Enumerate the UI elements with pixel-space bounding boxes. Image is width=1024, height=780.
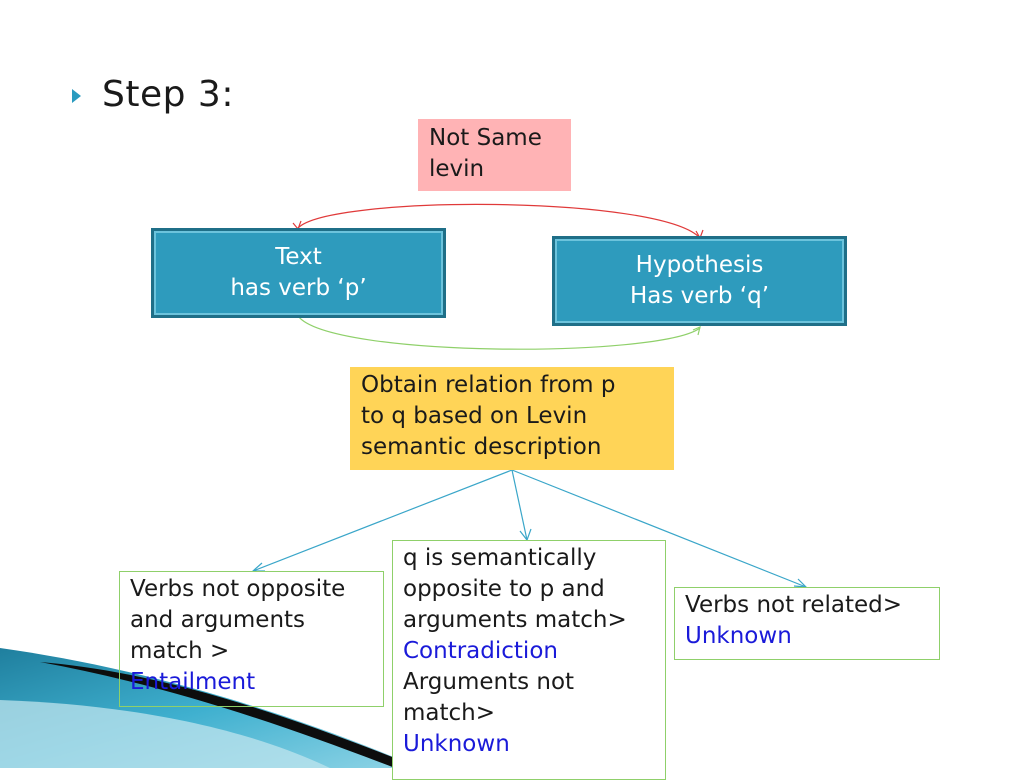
arrow-to-right-outcome <box>511 469 807 588</box>
box-line: Arguments not <box>403 669 575 695</box>
box-line: Obtain relation from p <box>361 372 616 398</box>
box-line: Has verb ‘q’ <box>629 283 770 309</box>
box-line: Verbs not opposite <box>130 576 346 602</box>
arrow-to-middle-outcome <box>511 469 528 541</box>
result-label: Entailment <box>130 669 256 695</box>
outcome-unknown-box: Verbs not related> Unknown <box>674 587 940 660</box>
green-arrowhead <box>692 325 701 336</box>
result-label: Contradiction <box>403 638 558 664</box>
box-line: and arguments <box>130 607 306 633</box>
box-line: semantic description <box>361 434 602 460</box>
outcome-contradiction-box: q is semantically opposite to p and argu… <box>392 540 666 780</box>
relation-arc <box>297 315 701 350</box>
box-line: Hypothesis <box>635 252 764 278</box>
hypothesis-box: Hypothesis Has verb ‘q’ <box>552 236 847 326</box>
text-box: Text has verb ‘p’ <box>151 228 446 318</box>
triangle-right-icon <box>72 88 81 103</box>
box-line: arguments match> <box>403 607 627 633</box>
heading-row: Step 3: <box>72 74 234 115</box>
relation-box: Obtain relation from p to q based on Lev… <box>350 367 674 470</box>
result-label: Unknown <box>685 623 792 649</box>
slide-heading: Step 3: <box>102 74 234 115</box>
box-line: q is semantically <box>403 545 597 571</box>
outcome-entailment-box: Verbs not opposite and arguments match >… <box>119 571 384 707</box>
box-line: opposite to p and <box>403 576 605 602</box>
swoosh-light <box>0 700 330 768</box>
result-label: Unknown <box>403 731 510 757</box>
box-line: to q based on Levin <box>361 403 588 429</box>
arrow-to-left-outcome <box>252 469 513 572</box>
box-line: levin <box>429 156 485 182</box>
box-line: match> <box>403 700 496 726</box>
not-same-levin-box: Not Same levin <box>418 119 571 191</box>
box-line: match > <box>130 638 230 664</box>
box-line: Not Same <box>429 125 542 151</box>
not-same-levin-arc <box>297 203 701 239</box>
swoosh-dark <box>40 662 420 768</box>
box-line: Verbs not related> <box>685 592 903 618</box>
box-line: Text <box>275 244 322 270</box>
box-line: has verb ‘p’ <box>230 275 367 301</box>
